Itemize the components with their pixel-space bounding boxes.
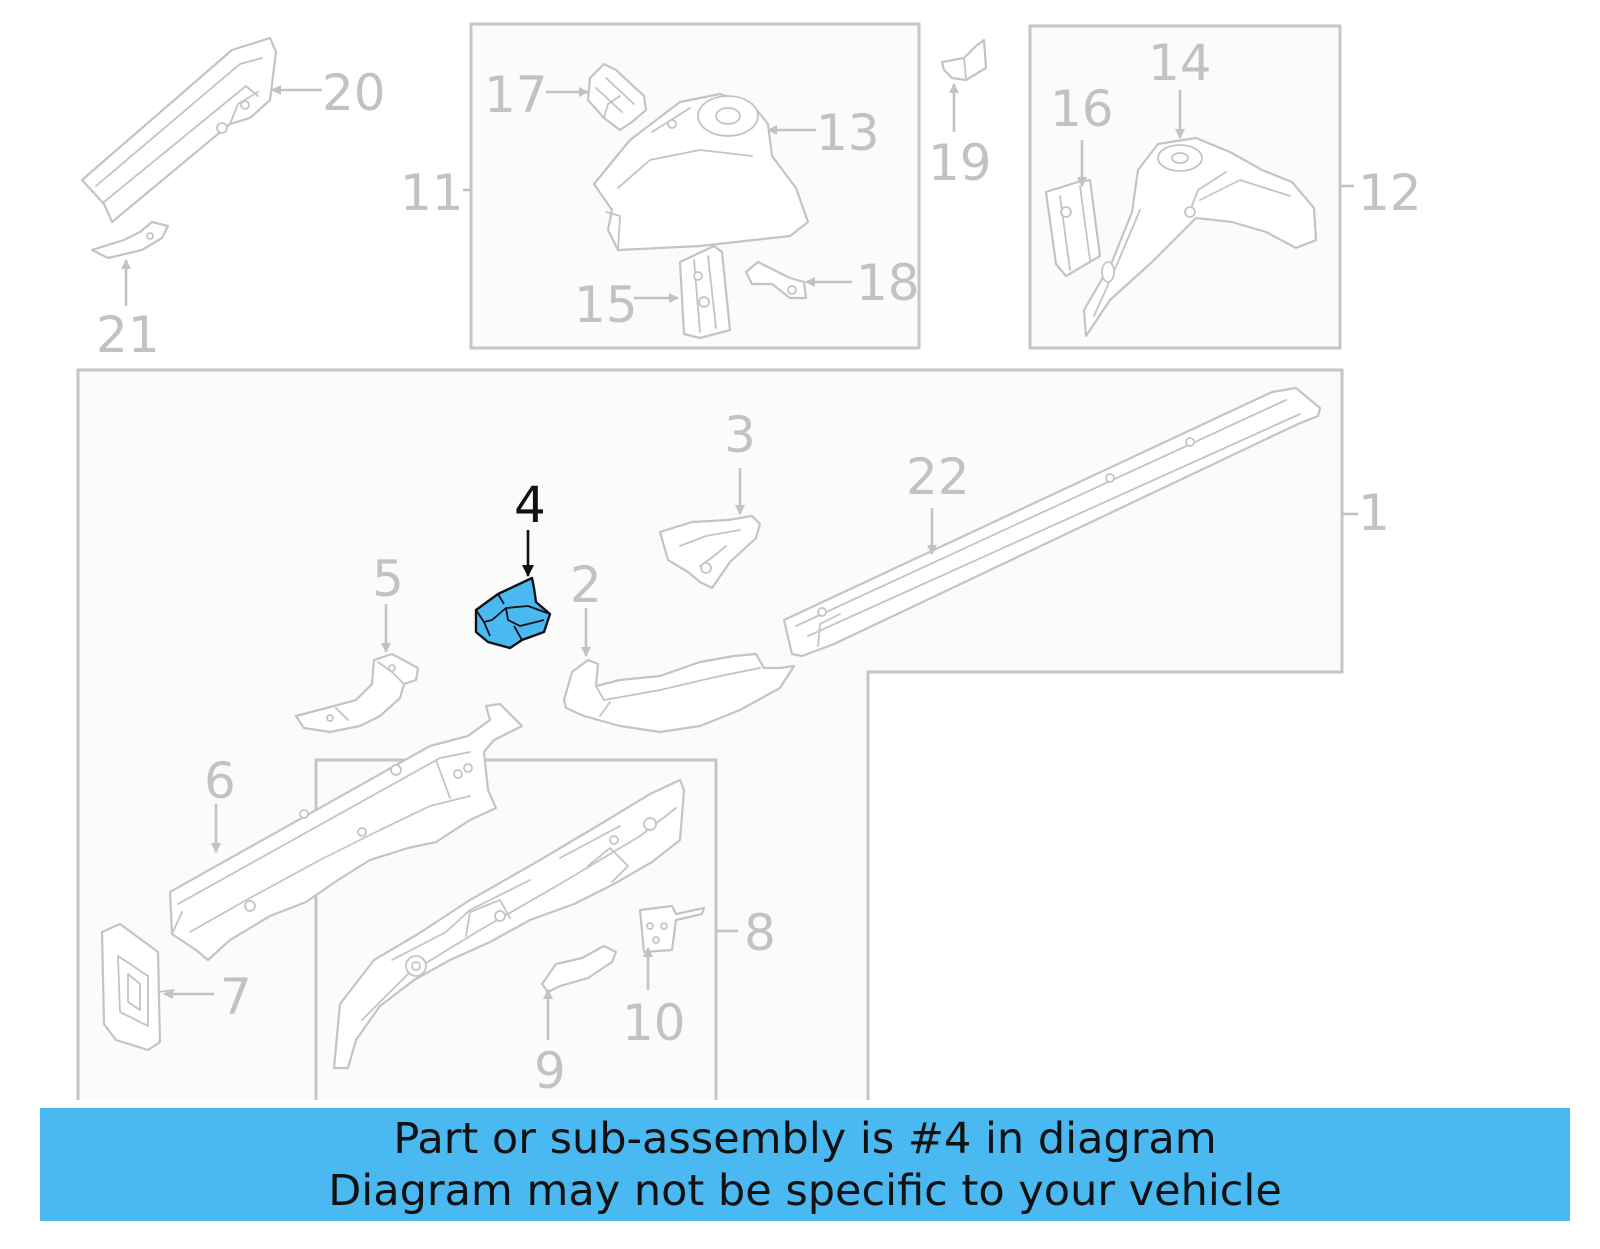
part-2-drawing (562, 652, 796, 734)
part-5-drawing (294, 652, 420, 734)
part-6-drawing (168, 702, 524, 962)
callout-4-highlighted: 4 (514, 476, 546, 534)
callout-leaders (121, 83, 1358, 1040)
part-17-drawing (586, 62, 648, 132)
callout-10: 10 (622, 994, 686, 1052)
callout-labels: 1 2 3 4 5 6 7 8 9 10 11 12 13 14 15 16 1… (96, 34, 1422, 1100)
callout-17: 17 (484, 66, 548, 124)
part-19-drawing (940, 38, 988, 82)
callout-12: 12 (1358, 164, 1422, 222)
callout-5: 5 (372, 550, 404, 608)
part-3-drawing (658, 514, 762, 590)
part-22-drawing (782, 386, 1322, 658)
callout-21: 21 (96, 306, 160, 364)
callout-19: 19 (928, 134, 992, 192)
part-15-drawing (678, 244, 732, 340)
part-20-drawing (80, 36, 278, 224)
callout-18: 18 (856, 254, 920, 312)
callout-22: 22 (906, 448, 970, 506)
callout-1: 1 (1358, 484, 1390, 542)
callout-16: 16 (1050, 80, 1114, 138)
banner-line-disclaimer: Diagram may not be specific to your vehi… (328, 1165, 1282, 1216)
part-21-drawing (90, 220, 170, 260)
callout-6: 6 (204, 752, 236, 810)
callout-7: 7 (220, 968, 252, 1026)
part-8-drawing (332, 778, 686, 1070)
callout-3: 3 (724, 406, 756, 464)
part-7-drawing (100, 922, 175, 1052)
part-4-highlighted-drawing (474, 576, 552, 650)
info-banner: Part or sub-assembly is #4 in diagram Di… (40, 1108, 1570, 1221)
callout-2: 2 (570, 556, 602, 614)
part-16-drawing (1044, 178, 1102, 278)
callout-14: 14 (1148, 34, 1212, 92)
callout-13: 13 (816, 104, 880, 162)
callout-9: 9 (534, 1042, 566, 1100)
part-13-drawing (592, 92, 810, 252)
callout-15: 15 (574, 276, 638, 334)
part-14-drawing (1082, 136, 1318, 338)
exploded-parts-diagram: 1 2 3 4 5 6 7 8 9 10 11 12 13 14 15 16 1… (76, 22, 1422, 1100)
part-18-drawing (744, 260, 808, 300)
banner-line-part-number: Part or sub-assembly is #4 in diagram (393, 1113, 1217, 1164)
callout-20: 20 (322, 64, 386, 122)
callout-11: 11 (400, 164, 464, 222)
part-9-drawing (540, 944, 618, 994)
part-10-drawing (638, 904, 706, 954)
callout-8: 8 (744, 904, 776, 962)
